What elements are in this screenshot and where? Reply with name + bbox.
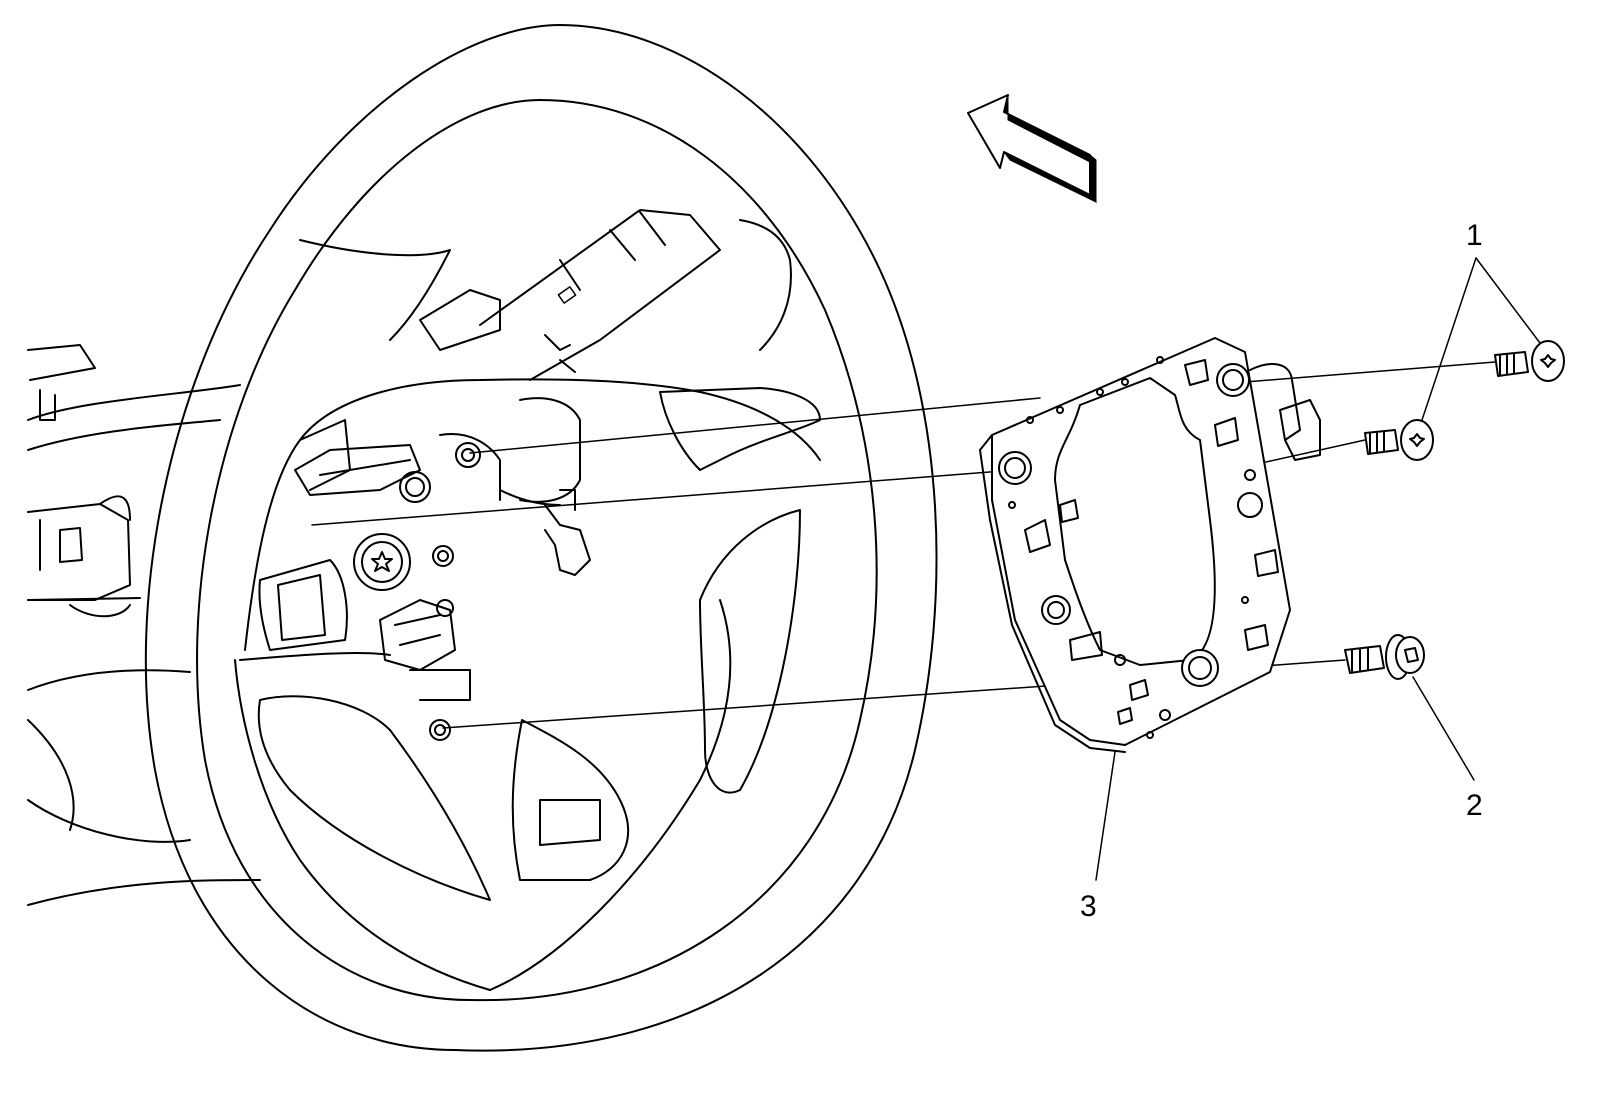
alignment-lines [311, 361, 1496, 729]
left-stalk [27, 495, 131, 618]
hub-components [294, 433, 591, 741]
direction-arrow-icon [967, 94, 1097, 204]
wiper-stalk [419, 209, 721, 381]
torx-bolt-lower [1364, 419, 1434, 461]
callout-3-label: 3 [1080, 890, 1097, 923]
callout-leaders [1095, 257, 1541, 881]
steering-wheel-rim [144, 24, 938, 1052]
flange-bolt [1344, 634, 1425, 680]
steering-wheel-hub [234, 219, 821, 991]
callout-2-label: 2 [1466, 789, 1483, 822]
bezel-plate [979, 337, 1321, 753]
dashboard-outline [27, 344, 261, 906]
torx-bolt-upper [1494, 340, 1565, 382]
callout-1-label: 1 [1466, 219, 1483, 252]
